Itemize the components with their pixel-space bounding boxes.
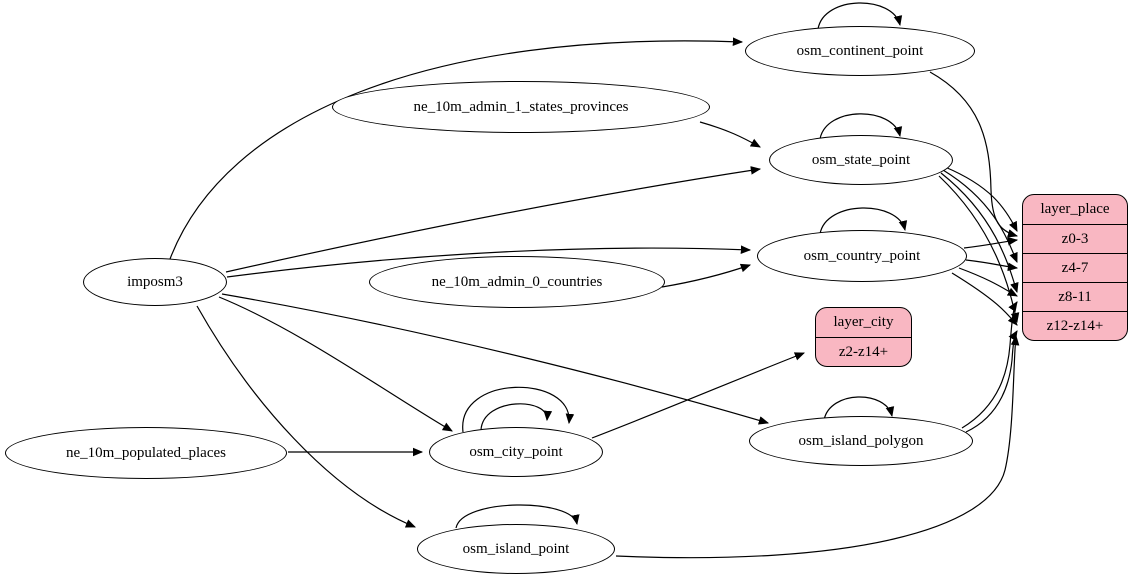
self-loop-osm-country-point <box>819 207 908 235</box>
edge-osm-country-point-to-layer-place-z4-7 <box>965 259 1019 272</box>
record-header-layer-city: layer_city <box>833 314 894 330</box>
node-ne-10m-populated-places: ne_10m_populated_places <box>5 427 287 479</box>
edge-ne-10m-admin-0-to-osm-country-point <box>661 263 752 288</box>
edge-osm-state-point-to-layer-place-z8-11 <box>940 172 1019 294</box>
node-label: osm_country_point <box>803 247 921 264</box>
self-loop-osm-island-polygon <box>823 396 895 421</box>
edge-osm-state-point-to-layer-place-z4-7 <box>942 169 1018 264</box>
self-loop-outer-osm-city-point <box>462 386 575 433</box>
node-osm-state-point: osm_state_point <box>769 135 953 185</box>
node-label: osm_island_point <box>462 540 570 557</box>
node-ne-10m-admin-1-states-provinces: ne_10m_admin_1_states_provinces <box>332 81 710 133</box>
record-header-layer-place: layer_place <box>1040 201 1110 217</box>
edge-osm-island-polygon-to-layer-place-z8-11 <box>961 301 1018 429</box>
node-osm-continent-point: osm_continent_point <box>745 26 975 76</box>
self-loop-osm-state-point <box>819 113 903 140</box>
node-label: osm_continent_point <box>796 42 924 59</box>
node-osm-island-point: osm_island_point <box>417 524 615 574</box>
node-label: ne_10m_admin_1_states_provinces <box>413 98 629 115</box>
record-row-z12-z14: z12-z14+ <box>1023 311 1127 340</box>
edge-imposm3-to-osm-city-point <box>218 296 453 432</box>
record-row-z0-3: z0-3 <box>1023 224 1127 253</box>
edge-osm-state-point-to-layer-place-z0-3 <box>944 166 1018 232</box>
node-label: osm_state_point <box>811 151 911 168</box>
record-row-z8-11: z8-11 <box>1023 282 1127 311</box>
node-ne-10m-admin-0-countries: ne_10m_admin_0_countries <box>369 256 665 308</box>
node-label: osm_island_polygon <box>798 432 924 449</box>
edge-ne-10m-admin-1-to-osm-state-point <box>699 121 761 148</box>
edge-osm-country-point-to-layer-place-z0-3 <box>963 236 1019 249</box>
node-label: ne_10m_admin_0_countries <box>431 273 603 290</box>
edge-osm-city-point-to-layer-city-z2-z14 <box>591 352 806 439</box>
record-row-z4-7: z4-7 <box>1023 253 1127 282</box>
node-osm-island-polygon: osm_island_polygon <box>749 416 973 466</box>
edge-imposm3-to-osm-state-point <box>225 166 762 273</box>
edge-imposm3-to-osm-island-point <box>196 305 416 528</box>
node-layer-place: layer_place z0-3 z4-7 z8-11 z12-z14+ <box>1022 194 1128 341</box>
self-loop-osm-island-point <box>455 504 580 529</box>
edge-osm-country-point-to-layer-place-z12-z14 <box>951 272 1018 326</box>
node-imposm3: imposm3 <box>83 258 227 306</box>
node-osm-country-point: osm_country_point <box>757 230 967 282</box>
self-loop-inner-osm-city-point <box>480 403 553 431</box>
node-osm-city-point: osm_city_point <box>429 427 603 477</box>
record-row-z2-z14: z2-z14+ <box>816 337 911 366</box>
node-label: imposm3 <box>127 273 183 290</box>
node-label: osm_city_point <box>469 443 563 460</box>
edge-osm-country-point-to-layer-place-z8-11 <box>958 267 1018 297</box>
edge-imposm3-to-osm-country-point <box>226 245 752 278</box>
node-label: ne_10m_populated_places <box>66 444 226 461</box>
self-loop-osm-continent-point <box>817 2 903 30</box>
edge-osm-island-point-to-layer-place-z12-z14 <box>615 334 1020 559</box>
edge-imposm3-to-osm-continent-point <box>169 37 744 260</box>
node-layer-city: layer_city z2-z14+ <box>815 307 912 367</box>
edge-imposm3-to-osm-island-polygon <box>221 293 770 425</box>
